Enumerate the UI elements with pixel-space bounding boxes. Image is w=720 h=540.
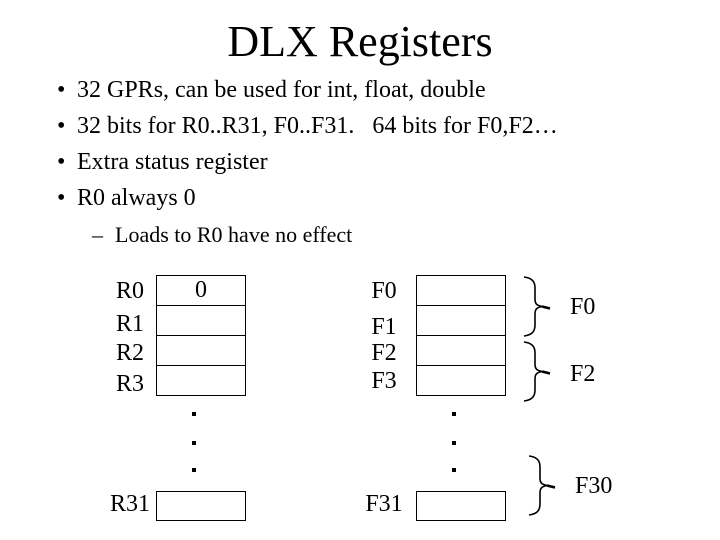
brace-icon (523, 276, 551, 337)
slide-title: DLX Registers (227, 17, 493, 66)
vertical-ellipsis-dot (452, 412, 456, 416)
bullet-text: 32 bits for R0..R31, F0..F31. 64 bits fo… (77, 113, 558, 139)
sub-bullet-item: – Loads to R0 have no effect (92, 222, 592, 247)
gpr-cell-r31 (156, 491, 246, 521)
bullet-text: 32 GPRs, can be used for int, float, dou… (77, 77, 486, 103)
gpr-label-r1: R1 (115, 311, 144, 337)
fpr-cell-f0 (417, 276, 505, 306)
sub-bullet-text: Loads to R0 have no effect (115, 222, 353, 247)
fpr-label-f3: F3 (371, 368, 397, 394)
fpr-cell-f31 (416, 491, 506, 521)
pair-label-f0: F0 (570, 294, 596, 320)
fpr-label-f1: F1 (371, 314, 397, 340)
gpr-cell-r1 (157, 306, 245, 336)
bullet-icon: • (57, 77, 66, 103)
bullet-text: Extra status register (77, 149, 268, 175)
pair-label-f2: F2 (570, 361, 596, 387)
bullet-text: R0 always 0 (77, 185, 196, 211)
bullet-item: • 32 GPRs, can be used for int, float, d… (57, 72, 707, 108)
gpr-cell-r2 (157, 336, 245, 366)
vertical-ellipsis-dot (192, 441, 196, 445)
bullet-list: • 32 GPRs, can be used for int, float, d… (57, 72, 707, 216)
fpr-cell-f1 (417, 306, 505, 336)
bullet-item: • 32 bits for R0..R31, F0..F31. 64 bits … (57, 108, 707, 144)
bullet-icon: • (57, 149, 66, 175)
gpr-label-r31: R31 (109, 491, 150, 517)
bullet-icon: • (57, 185, 66, 211)
gpr-cell-r0: 0 (157, 276, 245, 306)
vertical-ellipsis-dot (192, 468, 196, 472)
gpr-cell-r3 (157, 366, 245, 395)
fpr-label-f0: F0 (371, 278, 397, 304)
bullet-item: • Extra status register (57, 144, 707, 180)
gpr-label-r0: R0 (115, 278, 144, 304)
fpr-label-f2: F2 (371, 340, 397, 366)
brace-icon (523, 341, 551, 402)
vertical-ellipsis-dot (192, 412, 196, 416)
vertical-ellipsis-dot (452, 441, 456, 445)
fpr-cell-f2 (417, 336, 505, 366)
dash-icon: – (92, 222, 103, 247)
bullet-item: • R0 always 0 (57, 180, 707, 216)
gpr-label-r3: R3 (115, 371, 144, 397)
gpr-label-r2: R2 (115, 340, 144, 366)
brace-icon (528, 455, 556, 516)
bullet-icon: • (57, 113, 66, 139)
fpr-cell-f3 (417, 366, 505, 395)
pair-label-f30: F30 (575, 473, 613, 499)
fpr-register-stack (416, 275, 506, 396)
gpr-register-stack: 0 (156, 275, 246, 396)
vertical-ellipsis-dot (452, 468, 456, 472)
fpr-label-f31: F31 (365, 491, 403, 517)
